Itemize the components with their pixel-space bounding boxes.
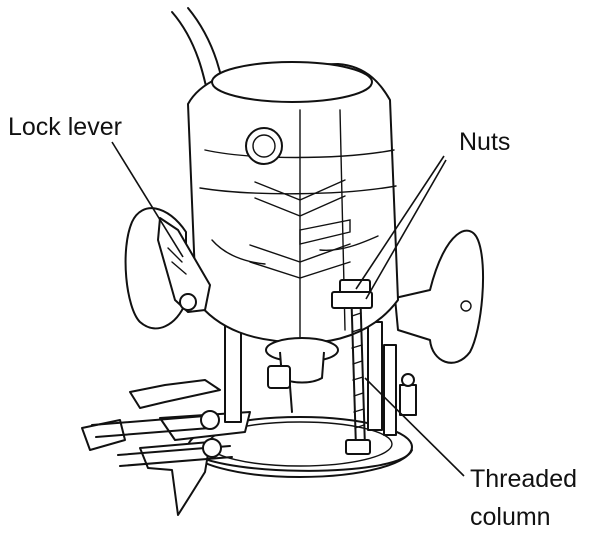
lock-lever xyxy=(157,217,211,313)
threaded-column-leader xyxy=(364,377,465,477)
label-threaded-column-line1: Threaded xyxy=(470,465,578,493)
turret-stopper xyxy=(399,373,417,416)
threaded-column xyxy=(331,279,373,455)
label-nuts: Nuts xyxy=(459,128,511,156)
collet xyxy=(265,337,339,413)
label-threaded-column-line2: column xyxy=(470,503,551,531)
lock-lever-leader xyxy=(111,141,184,258)
nut-base xyxy=(345,439,371,455)
label-lock-lever: Lock lever xyxy=(8,113,122,141)
right-handle xyxy=(394,229,485,364)
nuts-leader-lower xyxy=(365,159,447,300)
motor-housing xyxy=(187,61,399,344)
leader-lines xyxy=(111,141,465,477)
nut-lower xyxy=(331,291,373,309)
plunge-columns xyxy=(224,317,397,436)
straight-guide xyxy=(81,410,233,516)
nuts-leader-upper xyxy=(355,155,445,290)
